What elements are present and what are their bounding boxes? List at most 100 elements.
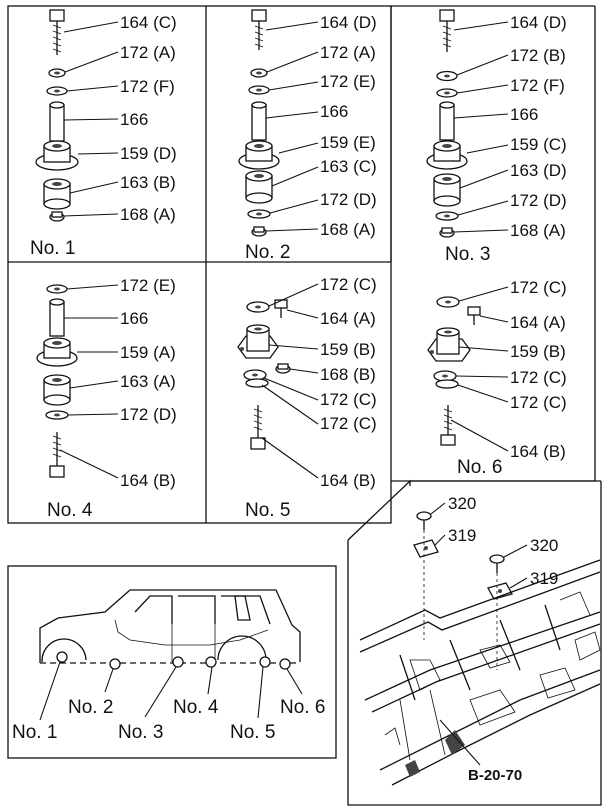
position-label-4: No. 4	[173, 697, 219, 718]
reference-label: B-20-70	[468, 767, 522, 784]
label-164-a: 164 (A)	[320, 309, 376, 328]
washer-172-c	[435, 379, 459, 389]
bolt-164-b	[250, 405, 266, 450]
mount-159-b	[427, 327, 471, 362]
mount-position-markers	[56, 651, 291, 670]
label-164-b: 164 (B)	[320, 471, 376, 490]
label-172-c: 172 (C)	[510, 393, 567, 412]
panel-no-2: 164 (D) 172 (A) 172 (E) 166 159 (E) 163 …	[238, 9, 377, 263]
mount-163-c	[245, 170, 273, 204]
plate-319	[413, 539, 439, 558]
vehicle-locator-panel: No. 1 No. 2 No. 3 No. 4 No. 5 No. 6	[7, 565, 337, 759]
bolt-164-b	[440, 405, 456, 446]
panel-4-leaders	[59, 284, 119, 479]
collar-166	[49, 298, 65, 337]
bolt-164-d	[439, 9, 455, 52]
label-168-a: 168 (A)	[120, 205, 176, 224]
washer-172-c	[245, 378, 269, 388]
bolt-164-b	[49, 432, 65, 478]
bolt-164-a	[467, 306, 481, 325]
position-label-3: No. 3	[118, 722, 163, 743]
label-172-c: 172 (C)	[320, 390, 377, 409]
panel-title: No. 5	[245, 500, 290, 521]
bolt-164-c	[49, 9, 65, 55]
position-label-6: No. 6	[280, 697, 325, 718]
label-172-c: 172 (C)	[320, 414, 377, 433]
label-172-f: 172 (F)	[510, 76, 565, 95]
panel-2-leaders	[265, 21, 319, 232]
label-172-d: 172 (D)	[120, 405, 177, 424]
mount-163-b	[43, 178, 71, 210]
label-168-b: 168 (B)	[320, 365, 376, 384]
frame-leaders	[430, 502, 528, 766]
label-159-b: 159 (B)	[510, 342, 566, 361]
bolt-320	[416, 511, 432, 530]
nut-168-a	[49, 211, 65, 222]
label-164-d: 164 (D)	[320, 13, 377, 32]
label-172-c: 172 (C)	[320, 275, 377, 294]
label-319: 319	[530, 569, 558, 588]
label-172-d: 172 (D)	[510, 191, 567, 210]
position-marker-6	[279, 658, 291, 670]
label-159-b: 159 (B)	[320, 340, 376, 359]
label-159-c: 159 (C)	[510, 135, 567, 154]
label-164-b: 164 (B)	[120, 471, 176, 490]
mount-163-d	[433, 173, 461, 207]
position-marker-4	[205, 656, 217, 668]
panel-6-leaders	[450, 286, 509, 452]
vehicle-leaders	[39, 661, 303, 721]
panel-no-6: 172 (C) 164 (A) 159 (B) 172 (C) 172 (C) …	[427, 278, 567, 478]
label-164-c: 164 (C)	[120, 13, 177, 32]
label-164-d: 164 (D)	[510, 13, 567, 32]
panel-1-leaders	[63, 21, 119, 217]
nut-168-b	[275, 363, 291, 374]
panel-no-1: 164 (C) 172 (A) 172 (F) 166 159 (D) 163 …	[30, 9, 177, 259]
label-172-c: 172 (C)	[510, 368, 567, 387]
bolt-320	[489, 554, 505, 573]
panel-no-4: 172 (E) 166 159 (A) 163 (A) 172 (D) 164 …	[36, 276, 177, 521]
frame-dashed-guides	[423, 530, 498, 670]
collar-166	[251, 101, 267, 141]
label-159-e: 159 (E)	[320, 133, 376, 152]
label-166: 166	[320, 102, 348, 121]
label-172-a: 172 (A)	[320, 43, 376, 62]
panel-title: No. 3	[445, 244, 490, 265]
mount-159-b	[237, 324, 279, 359]
collar-166	[49, 101, 65, 142]
panel-title: No. 2	[245, 242, 290, 263]
label-172-e: 172 (E)	[320, 72, 376, 91]
label-172-a: 172 (A)	[120, 43, 176, 62]
panel-no-3: 164 (D) 172 (B) 172 (F) 166 159 (C) 163 …	[426, 9, 567, 265]
vehicle-outline	[39, 589, 301, 664]
label-163-c: 163 (C)	[320, 157, 377, 176]
label-172-b: 172 (B)	[510, 46, 566, 65]
panel-title: No. 6	[457, 457, 502, 478]
label-172-f: 172 (F)	[120, 77, 175, 96]
label-166: 166	[120, 110, 148, 129]
label-163-a: 163 (A)	[120, 372, 176, 391]
panel-no-5: 172 (C) 164 (A) 159 (B) 168 (B) 172 (C) …	[237, 275, 377, 521]
label-172-d: 172 (D)	[320, 190, 377, 209]
bolt-164-a	[274, 299, 288, 318]
panel-grid-frame	[7, 5, 596, 524]
position-marker-2	[109, 658, 121, 670]
mount-159-c	[426, 140, 468, 170]
label-159-a: 159 (A)	[120, 343, 176, 362]
nut-168-a	[439, 227, 455, 238]
label-164-a: 164 (A)	[510, 313, 566, 332]
label-172-e: 172 (E)	[120, 276, 176, 295]
position-label-2: No. 2	[68, 697, 113, 718]
label-164-b: 164 (B)	[510, 442, 566, 461]
label-168-a: 168 (A)	[320, 220, 376, 239]
position-label-5: No. 5	[230, 722, 275, 743]
label-319: 319	[448, 526, 476, 545]
panel-title: No. 4	[47, 500, 93, 521]
position-label-1: No. 1	[12, 722, 57, 743]
label-172-c: 172 (C)	[510, 278, 567, 297]
mount-163-a	[43, 374, 71, 406]
position-marker-1	[56, 651, 68, 663]
chassis-frame	[359, 559, 601, 786]
mount-159-d	[35, 140, 79, 171]
mount-159-a	[36, 337, 78, 367]
